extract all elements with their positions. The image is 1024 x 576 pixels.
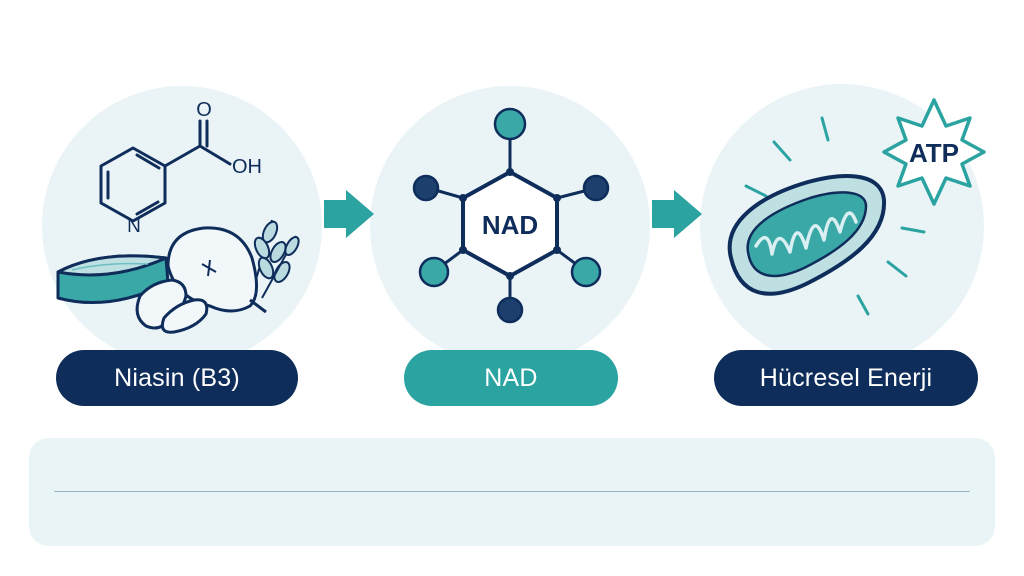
atp-label: ATP (909, 138, 959, 168)
caption-panel (29, 438, 995, 546)
step-label-niacin-text: Niasin (B3) (114, 363, 240, 392)
arrow-right-icon (652, 190, 702, 238)
carbonyl-oxygen-label: O (196, 99, 212, 121)
nad-hub-label: NAD (482, 210, 538, 240)
caption-divider (54, 491, 970, 492)
energy-rays (744, 116, 926, 316)
molecule-hexagon-icon (412, 107, 610, 324)
step-label-nad: NAD (404, 350, 618, 406)
peanut-icon (135, 278, 209, 334)
niacin-structure-icon (99, 119, 232, 223)
step-label-nad-text: NAD (484, 363, 538, 392)
step-label-energy-text: Hücresel Enerji (759, 363, 933, 392)
step-label-niacin: Niasin (B3) (56, 350, 298, 406)
arrow-right-icon (324, 190, 374, 238)
starburst-icon (882, 98, 986, 206)
step-label-energy: Hücresel Enerji (714, 350, 978, 406)
ring-nitrogen-label: N (127, 216, 141, 237)
mitochondrion-icon (727, 174, 887, 296)
hydroxyl-label: OH (232, 156, 262, 178)
fish-icon (56, 254, 170, 304)
